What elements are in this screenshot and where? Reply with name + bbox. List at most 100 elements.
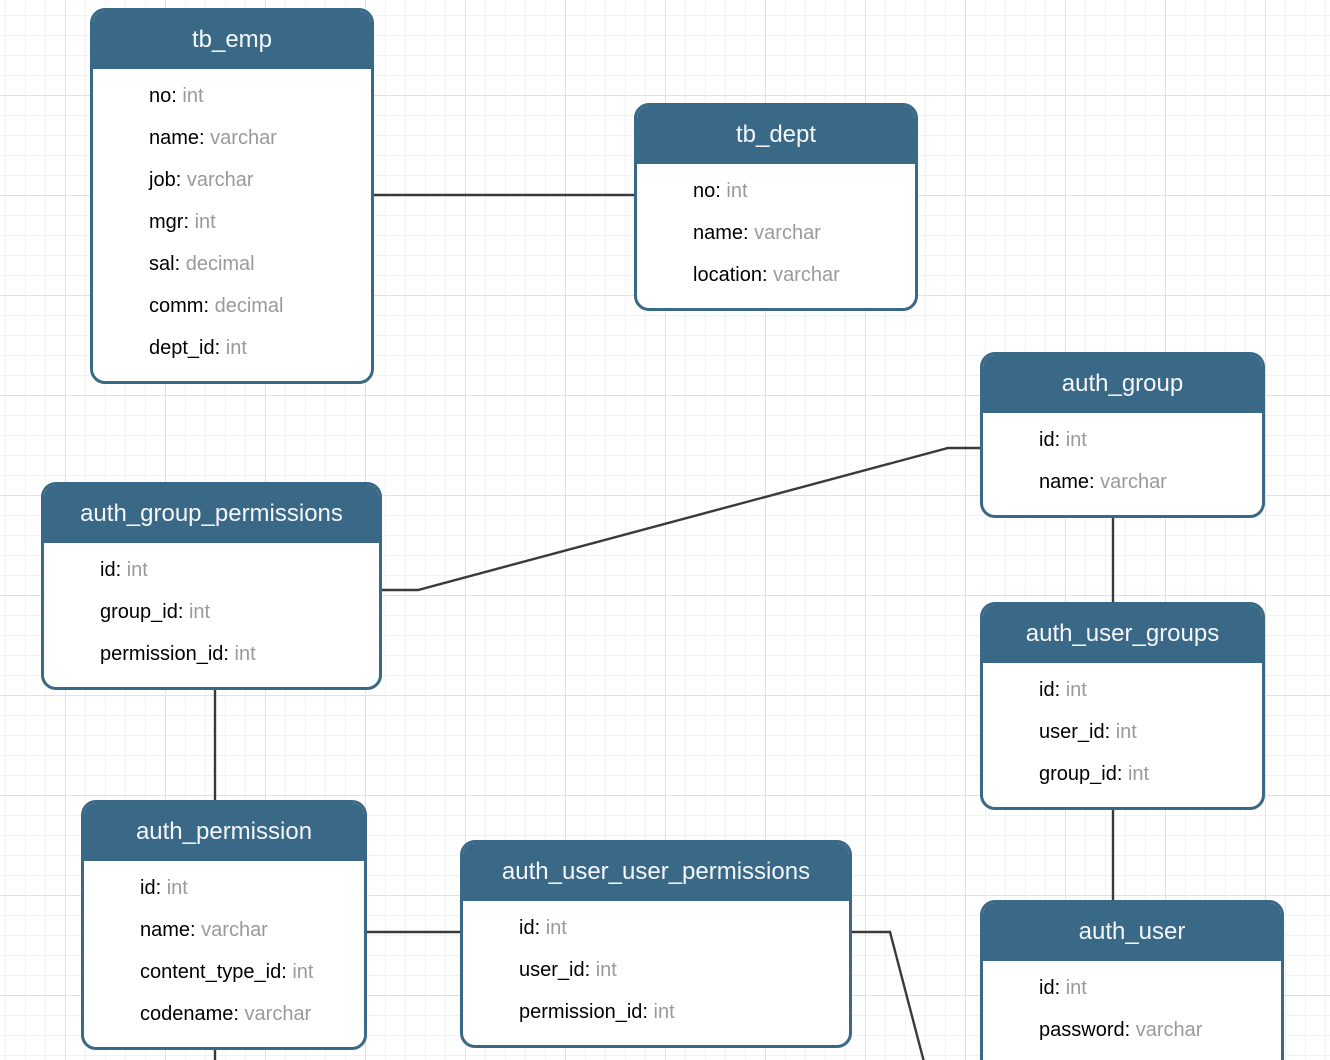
field-type: int bbox=[234, 643, 256, 665]
field-name: job bbox=[149, 169, 176, 191]
field-row-tb_emp-comm[interactable]: comm: decimal bbox=[93, 285, 371, 327]
field-separator: : bbox=[233, 1003, 245, 1025]
field-row-tb_emp-dept_id[interactable]: dept_id: int bbox=[93, 327, 371, 369]
field-row-auth_user_groups-id[interactable]: id: int bbox=[983, 669, 1262, 711]
field-row-tb_emp-job[interactable]: job: varchar bbox=[93, 159, 371, 201]
field-separator: : bbox=[171, 85, 183, 107]
field-name: location bbox=[693, 264, 762, 286]
field-type: varchar bbox=[201, 919, 268, 941]
field-separator: : bbox=[183, 211, 195, 233]
field-row-tb_dept-location[interactable]: location: varchar bbox=[637, 254, 915, 296]
field-name: id bbox=[100, 559, 116, 581]
field-row-tb_emp-name[interactable]: name: varchar bbox=[93, 117, 371, 159]
field-row-auth_group_permissions-permission_id[interactable]: permission_id: int bbox=[44, 633, 379, 675]
relationship-auth_user_user_permissions-to-canvas-edge[interactable] bbox=[852, 930, 925, 1060]
field-separator: : bbox=[1116, 763, 1128, 785]
field-row-auth_group-id[interactable]: id: int bbox=[983, 419, 1262, 461]
table-title-tb_dept[interactable]: tb_dept bbox=[637, 106, 915, 164]
field-row-auth_group_permissions-group_id[interactable]: group_id: int bbox=[44, 591, 379, 633]
field-separator: : bbox=[203, 295, 215, 317]
field-type: decimal bbox=[185, 253, 255, 275]
field-row-auth_user-id[interactable]: id: int bbox=[983, 967, 1281, 1009]
field-separator: : bbox=[115, 559, 127, 581]
field-name: name bbox=[149, 127, 200, 149]
field-name: comm bbox=[149, 295, 204, 317]
field-separator: : bbox=[642, 1001, 654, 1023]
table-title-auth_group[interactable]: auth_group bbox=[983, 355, 1262, 413]
table-title-tb_emp[interactable]: tb_emp bbox=[93, 11, 371, 69]
field-row-auth_user_groups-group_id[interactable]: group_id: int bbox=[983, 753, 1262, 795]
field-row-auth_user_user_permissions-id[interactable]: id: int bbox=[463, 907, 849, 949]
field-row-auth_permission-name[interactable]: name: varchar bbox=[84, 909, 364, 951]
field-type: varchar bbox=[773, 264, 840, 286]
field-row-auth_group_permissions-id[interactable]: id: int bbox=[44, 549, 379, 591]
field-name: group_id bbox=[100, 601, 178, 623]
field-separator: : bbox=[761, 264, 774, 286]
field-row-auth_user-last_login[interactable]: last_login: datetime bbox=[983, 1051, 1281, 1060]
field-type: decimal bbox=[214, 295, 284, 317]
field-separator: : bbox=[175, 169, 187, 191]
field-type: varchar bbox=[210, 127, 277, 149]
field-name: id bbox=[1039, 679, 1055, 701]
field-row-tb_emp-no[interactable]: no: int bbox=[93, 75, 371, 117]
field-row-tb_emp-sal[interactable]: sal: decimal bbox=[93, 243, 371, 285]
field-separator: : bbox=[281, 961, 293, 983]
field-name: dept_id bbox=[149, 337, 215, 359]
field-type: int bbox=[595, 959, 617, 981]
field-row-tb_emp-mgr[interactable]: mgr: int bbox=[93, 201, 371, 243]
field-type: varchar bbox=[244, 1003, 312, 1025]
field-name: name bbox=[140, 919, 191, 941]
field-separator: : bbox=[177, 601, 189, 623]
field-separator: : bbox=[1124, 1019, 1136, 1041]
field-separator: : bbox=[1054, 679, 1066, 701]
field-name: content_type_id bbox=[140, 961, 282, 983]
field-separator: : bbox=[214, 337, 226, 359]
field-name: codename bbox=[140, 1003, 234, 1025]
field-separator: : bbox=[584, 959, 596, 981]
field-name: id bbox=[1039, 429, 1055, 451]
field-row-auth_user-password[interactable]: password: varchar bbox=[983, 1009, 1281, 1051]
field-name: no bbox=[693, 180, 716, 202]
field-row-auth_permission-id[interactable]: id: int bbox=[84, 867, 364, 909]
field-row-auth_permission-codename[interactable]: codename: varchar bbox=[84, 993, 364, 1035]
field-separator: : bbox=[1089, 471, 1101, 493]
field-row-auth_user_groups-user_id[interactable]: user_id: int bbox=[983, 711, 1262, 753]
field-separator: : bbox=[155, 877, 167, 899]
table-title-auth_user_user_permissions[interactable]: auth_user_user_permissions bbox=[463, 843, 849, 901]
field-type: int bbox=[1127, 763, 1150, 785]
table-title-auth_user[interactable]: auth_user bbox=[983, 903, 1281, 961]
field-row-auth_user_user_permissions-permission_id[interactable]: permission_id: int bbox=[463, 991, 849, 1033]
relationship-auth_group_permissions-to-auth_group[interactable] bbox=[382, 446, 980, 592]
field-separator: : bbox=[1054, 429, 1066, 451]
field-type: int bbox=[188, 601, 211, 623]
field-name: user_id bbox=[1039, 721, 1105, 743]
field-row-tb_dept-name[interactable]: name: varchar bbox=[637, 212, 915, 254]
field-type: int bbox=[1115, 721, 1137, 743]
field-type: varchar bbox=[1100, 471, 1167, 493]
field-type: int bbox=[1065, 977, 1087, 999]
field-type: int bbox=[1065, 429, 1087, 451]
field-type: int bbox=[225, 337, 247, 359]
field-row-auth_permission-content_type_id[interactable]: content_type_id: int bbox=[84, 951, 364, 993]
field-name: permission_id bbox=[100, 643, 224, 665]
table-title-auth_permission[interactable]: auth_permission bbox=[84, 803, 364, 861]
table-title-auth_user_groups[interactable]: auth_user_groups bbox=[983, 605, 1262, 663]
field-name: user_id bbox=[519, 959, 585, 981]
field-row-auth_group-name[interactable]: name: varchar bbox=[983, 461, 1262, 503]
field-row-tb_dept-no[interactable]: no: int bbox=[637, 170, 915, 212]
field-row-auth_user_user_permissions-user_id[interactable]: user_id: int bbox=[463, 949, 849, 991]
table-title-auth_group_permissions[interactable]: auth_group_permissions bbox=[44, 485, 379, 543]
